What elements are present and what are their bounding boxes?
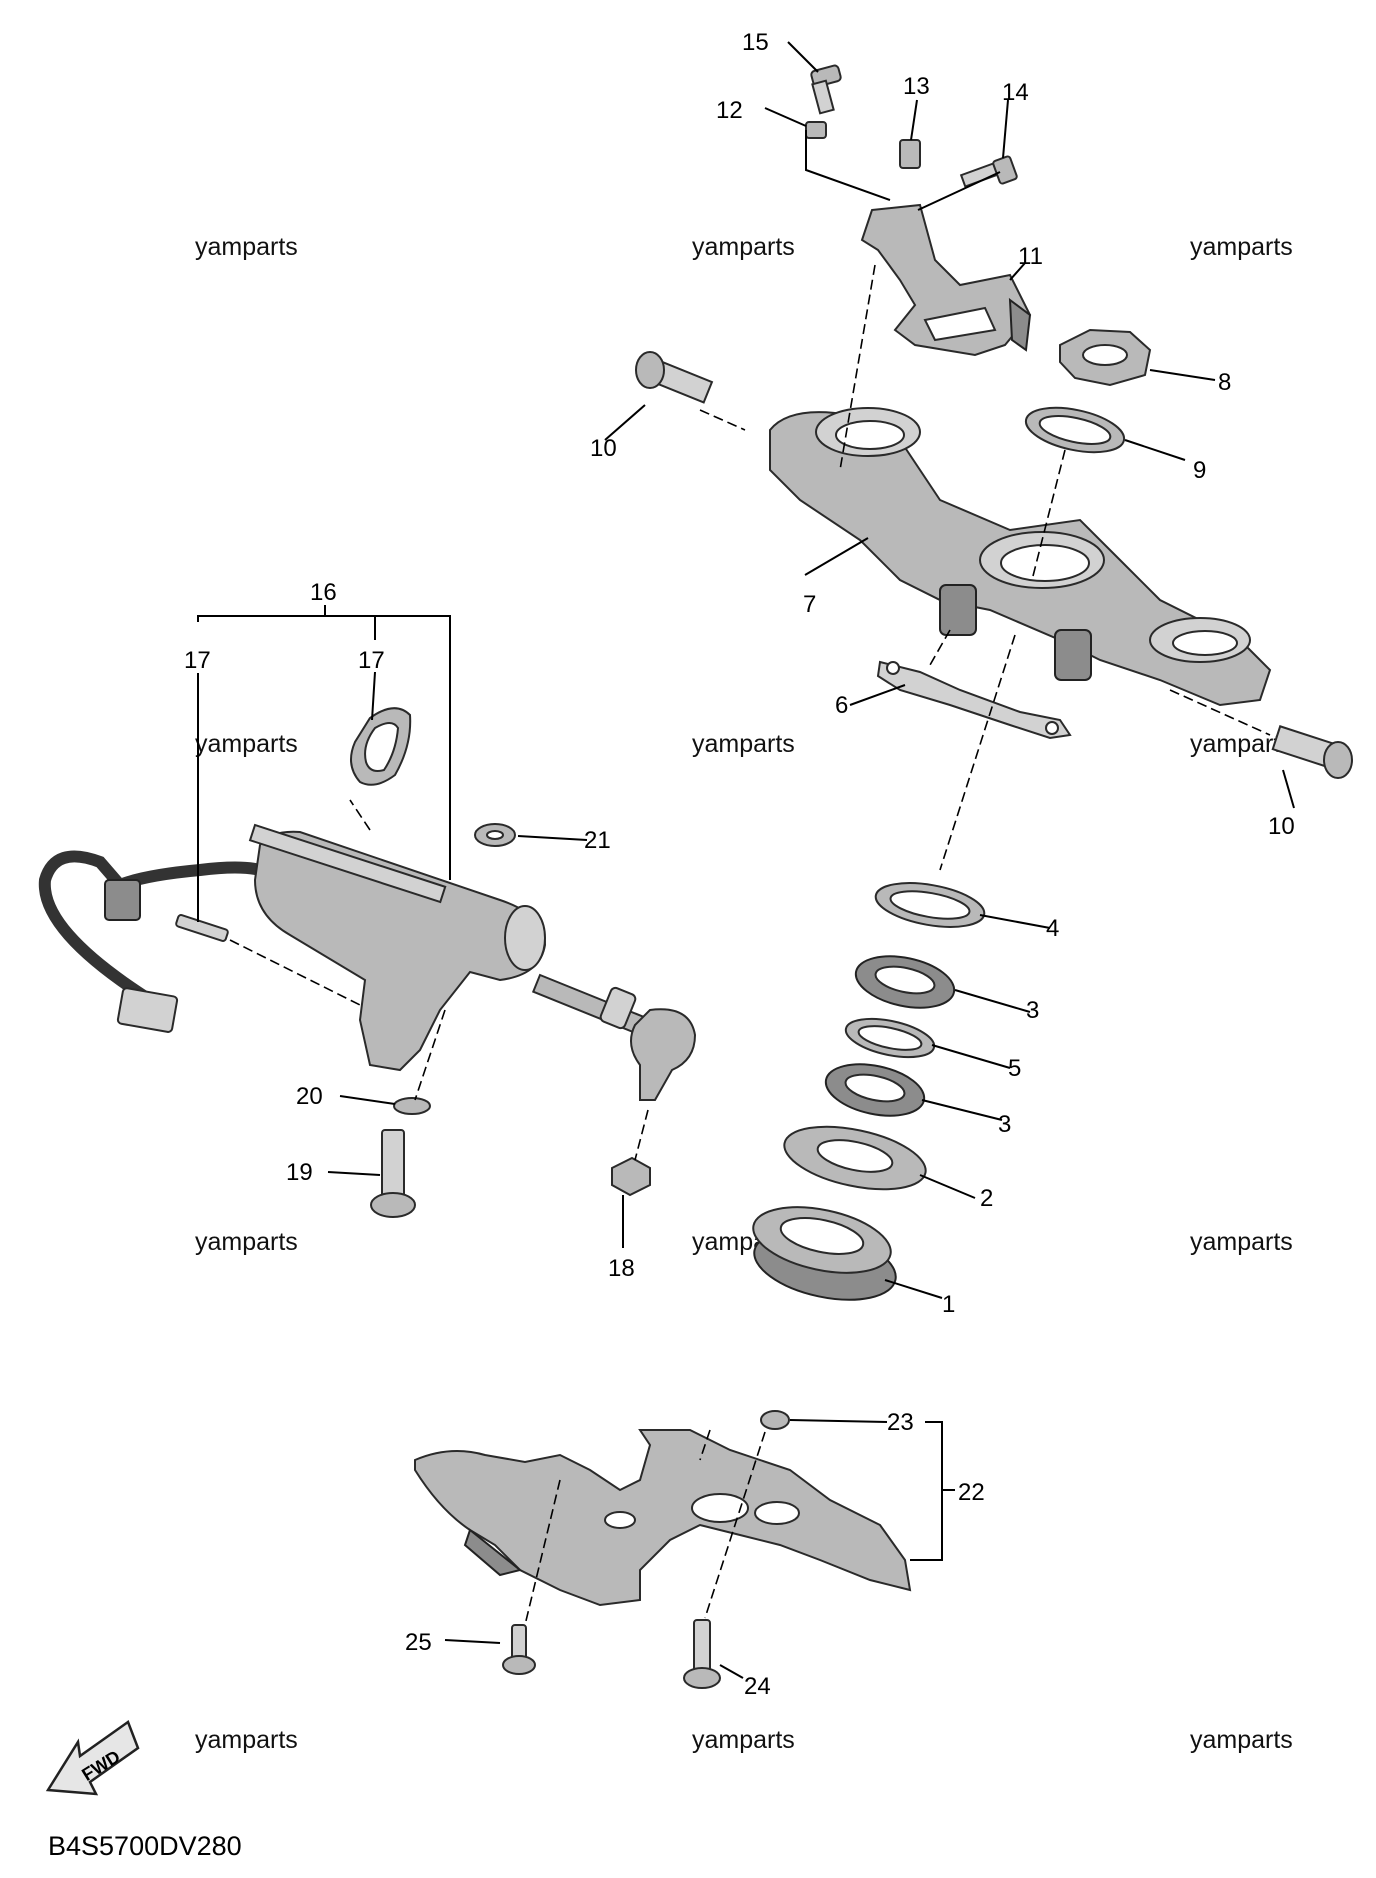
watermark: yamparts [1190,233,1293,261]
cover-22 [414,1429,912,1607]
bolt-19 [370,1129,416,1218]
watermark: yamparts [195,730,298,758]
band-17 [350,707,412,786]
upper-bracket-9 [769,407,1272,707]
callout-7: 9 [1193,457,1206,484]
callout-18: 18 [608,1255,635,1282]
callout-5: 5 [1008,1055,1021,1082]
nut-6 [1059,328,1152,387]
watermark: yamparts [195,1228,298,1256]
callout-17-left: 17 [184,647,211,674]
nut-18 [611,1156,651,1197]
bolt-10-right [1271,725,1353,779]
bearing-3-lower [824,1063,926,1117]
bracket-assembly [805,64,1032,357]
callout-8: 6 [835,692,848,719]
callout-21: 21 [584,827,611,854]
callout-16: 16 [310,579,337,606]
callout-12: 12 [716,97,743,124]
diagram-code: B4S5700DV280 [48,1831,242,1861]
watermark: yamparts [1190,1228,1293,1256]
watermark: yamparts [195,1726,298,1754]
callout-22: 22 [958,1479,985,1506]
callout-19: 19 [286,1159,313,1186]
race-cover-1 [752,1206,897,1301]
fwd-arrow-icon: FWD [45,1720,140,1796]
watermark: yamparts [195,233,298,261]
nut-23 [760,1410,790,1430]
ring-nut-4 [874,882,986,928]
callout-15: 15 [742,29,769,56]
callout-10-left: 10 [590,435,617,462]
callout-17-right: 17 [358,647,385,674]
bolt-24 [683,1619,721,1689]
callout-3-upper: 3 [1026,997,1039,1024]
seal-2 [783,1125,927,1191]
leader-lines [197,41,1295,1679]
bearing-3-upper [854,955,956,1009]
callout-14: 14 [1002,79,1029,106]
callout-6: 8 [1218,369,1231,396]
callout-2: 2 [980,1185,993,1212]
nut-13 [899,139,921,169]
bolt-15 [810,64,842,115]
callout-25: 25 [405,1629,432,1656]
callouts: 15 12 13 14 11 8 9 10 7 6 10 4 3 5 3 2 1… [184,29,1295,1700]
screw-25 [502,1624,536,1675]
washer-21 [474,823,516,847]
callout-10-right: 10 [1268,813,1295,840]
nut-12 [805,121,827,139]
plate-8 [876,660,1072,740]
bolt-10-left [635,351,714,404]
watermark: yamparts [692,233,795,261]
callout-13: 13 [903,73,930,100]
washer-20 [393,1097,431,1115]
callout-24: 24 [744,1673,771,1700]
callout-3-lower: 3 [998,1111,1011,1138]
callout-1: 1 [942,1291,955,1318]
washer-5 [844,1017,936,1059]
watermark: yamparts [692,730,795,758]
bolt-14 [959,155,1018,188]
callout-11: 11 [1018,243,1043,270]
pin-17 [175,914,229,942]
washer-7 [1024,406,1126,454]
callout-23: 23 [887,1409,914,1436]
callout-4: 4 [1046,915,1059,942]
callout-9: 7 [803,591,816,618]
watermark: yamparts [1190,1726,1293,1754]
watermark: yamparts [692,1726,795,1754]
callout-20: 20 [296,1083,323,1110]
steering-damper-16 [38,823,697,1101]
